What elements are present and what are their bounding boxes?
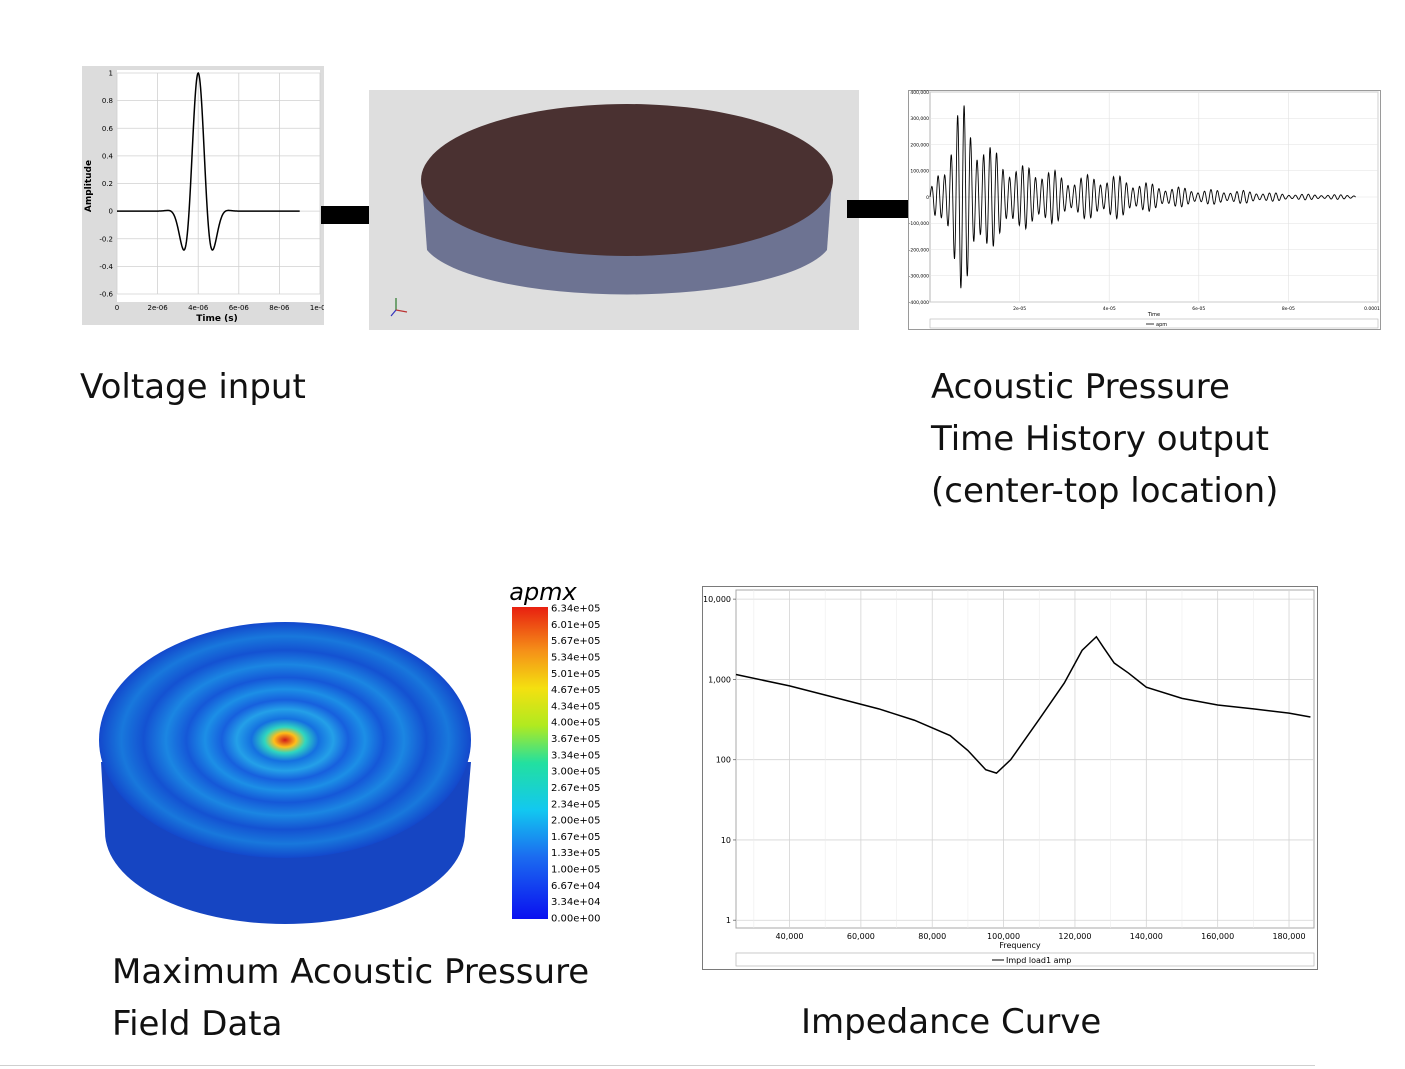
impedance-xtick-label: 40,000 [776, 932, 804, 941]
voltage-ytick-label: 0.6 [102, 125, 114, 133]
pressure-xtick-label: 4e-05 [1103, 306, 1116, 312]
impedance-xlabel: Frequency [999, 941, 1041, 950]
field-disc-top [99, 622, 471, 858]
impedance-ytick-label: 10 [721, 836, 731, 845]
pressure-ytick-label: 200,000 [910, 142, 929, 148]
pressure-xtick-label: 2e-05 [1013, 306, 1026, 312]
colorbar-tick-label: 5.67e+05 [551, 636, 601, 647]
voltage-xtick-label: 8e-06 [269, 304, 290, 312]
impedance-ytick-label: 10,000 [703, 595, 731, 604]
colorbar-tick-label: 4.34e+05 [551, 701, 601, 712]
pressure-series-line [929, 105, 1356, 289]
pressure-ytick-label: -200,000 [909, 247, 929, 253]
transducer-disc-render [369, 90, 859, 330]
caption-acoustic-pressure: Acoustic Pressure Time History output (c… [931, 367, 1279, 511]
caption-max-pressure-field: Maximum Acoustic Pressure Field Data [112, 952, 590, 1044]
voltage-xlabel: Time (s) [196, 314, 237, 324]
colorbar-tick-label: 1.33e+05 [551, 848, 601, 859]
pressure-ytick-label: -400,000 [909, 300, 929, 306]
impedance-xtick-label: 140,000 [1130, 932, 1163, 941]
footer-divider [0, 1065, 1315, 1066]
voltage-ytick-label: -0.2 [99, 235, 113, 243]
voltage-ytick-label: 0.8 [102, 97, 113, 105]
colorbar-tick-label: 2.67e+05 [551, 783, 601, 794]
pressure-xtick-label: 8e-05 [1282, 306, 1295, 312]
colorbar-tick-label: 6.67e+04 [551, 881, 601, 892]
voltage-xtick-label: 2e-06 [147, 304, 168, 312]
pressure-chart: 400,000 300,000 200,000 100,000 0 -100,000 -20… [908, 90, 1381, 330]
pressure-ytick-label: -100,000 [909, 221, 929, 227]
voltage-ytick-label: 1 [109, 70, 113, 78]
arrow-right-icon [847, 188, 942, 230]
impedance-xtick-label: 80,000 [918, 932, 946, 941]
axis-triad-icon [390, 298, 408, 317]
colorbar-tick-label: 3.00e+05 [551, 767, 601, 778]
voltage-xtick-label: 1e-05 [310, 304, 324, 312]
disc-top [421, 104, 833, 256]
impedance-xtick-label: 120,000 [1058, 932, 1091, 941]
colorbar-tick-label: 6.01e+05 [551, 620, 601, 631]
impedance-ytick-label: 1,000 [708, 675, 731, 684]
colorbar-tick-label: 0.00e+00 [551, 914, 601, 925]
caption-voltage-input: Voltage input [80, 367, 306, 407]
pressure-ytick-label: 400,000 [910, 90, 929, 96]
colorbar-tick-label: 6.34e+05 [551, 604, 601, 615]
impedance-series-line [735, 635, 1311, 774]
pressure-ytick-label: -300,000 [909, 274, 929, 280]
colorbar-tick-label: 1.67e+05 [551, 832, 601, 843]
pressure-legend-label: apm [1156, 322, 1167, 328]
pressure-field-render [95, 600, 480, 935]
voltage-ylabel: Amplitude [84, 160, 94, 212]
transducer-viewport [369, 90, 859, 330]
pressure-xlabel: Time [1147, 312, 1160, 318]
voltage-ytick-label: 0.2 [102, 180, 113, 188]
colorbar-tick-label: 2.34e+05 [551, 799, 601, 810]
arrow-right-icon [321, 194, 416, 236]
apmx-colorbar: apmx 6.34e+05 6.01e+05 5.67e+05 5.34e+05 5.0… [505, 578, 615, 928]
colorbar-tick-label: 5.01e+05 [551, 669, 601, 680]
impedance-ytick-label: 100 [716, 756, 731, 765]
pressure-ytick-label: 300,000 [910, 116, 929, 122]
apmx-title: apmx [509, 578, 577, 606]
voltage-xtick-label: 6e-06 [229, 304, 250, 312]
caption-impedance-curve: Impedance Curve [801, 1002, 1102, 1042]
pressure-xtick-label: 0.0001 [1364, 306, 1380, 312]
impedance-xtick-label: 160,000 [1201, 932, 1234, 941]
voltage-xtick-label: 4e-06 [188, 304, 209, 312]
pressure-xtick-label: 6e-05 [1192, 306, 1205, 312]
impedance-ytick-label: 1 [726, 916, 731, 925]
colorbar-tick-label: 2.00e+05 [551, 816, 601, 827]
colorbar-tick-label: 1.00e+05 [551, 865, 601, 876]
colorbar-tick-label: 3.67e+05 [551, 734, 601, 745]
voltage-ytick-label: 0 [109, 208, 113, 216]
voltage-ytick-label: 0.4 [102, 152, 114, 160]
voltage-ytick-label: -0.4 [99, 263, 113, 271]
colorbar-tick-label: 4.00e+05 [551, 718, 601, 729]
colorbar-tick-label: 5.34e+05 [551, 652, 601, 663]
voltage-series-line [117, 71, 300, 251]
impedance-legend-label: Impd load1 amp [1006, 956, 1071, 965]
impedance-xtick-label: 60,000 [847, 932, 875, 941]
impedance-xtick-label: 180,000 [1272, 932, 1305, 941]
colorbar-tick-label: 3.34e+05 [551, 750, 601, 761]
pressure-ytick-label: 100,000 [910, 169, 929, 175]
pressure-plot-panel: 400,000 300,000 200,000 100,000 0 -100,000 -20… [908, 90, 1381, 330]
colorbar-tick-label: 3.34e+04 [551, 897, 601, 908]
colorbar-tick-label: 4.67e+05 [551, 685, 601, 696]
voltage-ytick-label: -0.6 [99, 291, 113, 299]
impedance-xtick-label: 100,000 [987, 932, 1020, 941]
pressure-ytick-label: 0 [926, 195, 929, 201]
voltage-xtick-label: 0 [115, 304, 119, 312]
